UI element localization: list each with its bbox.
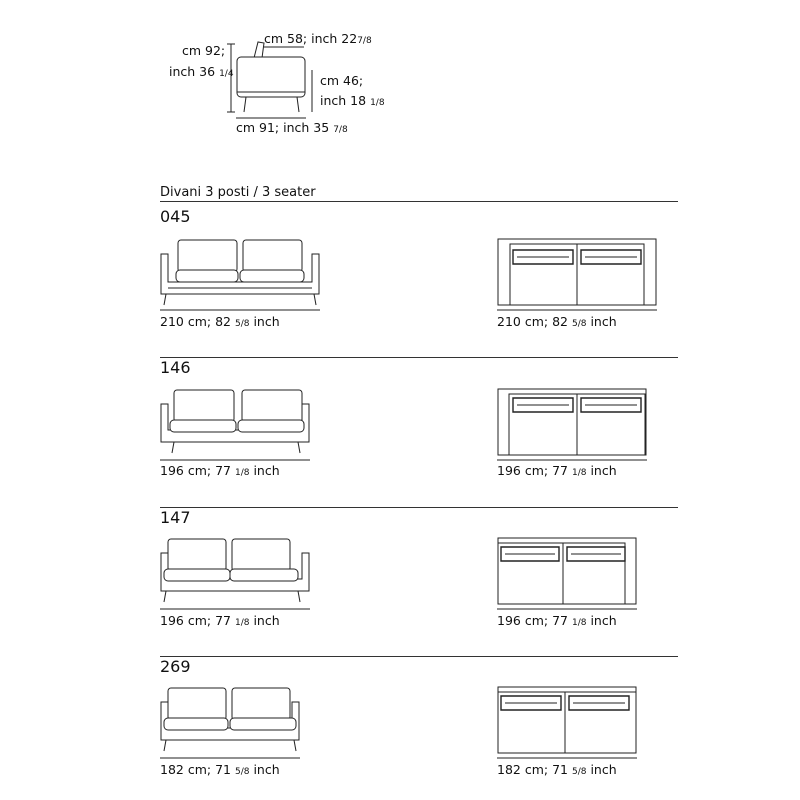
side-height-inch: inch 36 1/4 [169,65,234,81]
side-width-cm: cm 91; [236,120,280,135]
side-seat-inch-text: inch 18 [320,93,367,108]
top-view-146 [497,388,647,463]
top-view-045 [497,238,657,313]
top-dim-146: 196 cm; 77 1/8 inch [497,464,617,480]
top-dim-045-frac: 5/8 [571,319,587,329]
side-height-cm-text: cm 92; [182,43,226,58]
top-dim-269: 182 cm; 71 5/8 inch [497,763,617,779]
front-dim-146-value: 196 cm; 77 [160,463,231,478]
side-seat-frac: 1/8 [370,98,385,108]
top-dim-045-value: 210 cm; 82 [497,314,568,329]
side-seat-cm: cm 46; [320,74,363,88]
front-view-146 [160,388,310,463]
section-divider [160,201,678,202]
front-dim-045-frac: 5/8 [234,319,250,329]
top-dim-045: 210 cm; 82 5/8 inch [497,315,617,331]
side-height-cm: cm 92; [182,44,225,58]
front-dim-269-unit: inch [253,762,280,777]
front-view-269 [160,686,300,761]
top-dim-147: 196 cm; 77 1/8 inch [497,614,617,630]
model-code-147: 147 [160,508,191,527]
section-title: Divani 3 posti / 3 seater [160,185,316,200]
front-dim-147-unit: inch [253,613,280,628]
front-dim-045-unit: inch [253,314,280,329]
front-dim-269-value: 182 cm; 71 [160,762,231,777]
side-depth-frac: 7/8 [357,36,372,46]
model-code-045: 045 [160,207,191,226]
side-depth-inch: inch 22 [311,31,358,46]
top-dim-146-unit: inch [590,463,617,478]
front-dim-146: 196 cm; 77 1/8 inch [160,464,280,480]
front-dim-146-unit: inch [253,463,280,478]
top-dim-147-unit: inch [590,613,617,628]
top-view-269 [497,686,637,761]
top-dim-269-frac: 5/8 [571,767,587,777]
top-dim-146-value: 196 cm; 77 [497,463,568,478]
front-dim-045: 210 cm; 82 5/8 inch [160,315,280,331]
side-depth-cm: cm 58; [264,31,308,46]
side-height-frac: 1/4 [219,69,234,79]
front-dim-147: 196 cm; 77 1/8 inch [160,614,280,630]
side-width-inch: inch 35 [283,120,330,135]
divider-147 [160,507,678,508]
side-height-inch-text: inch 36 [169,64,216,79]
top-dim-269-unit: inch [590,762,617,777]
side-depth: cm 58; inch 227/8 [264,32,372,48]
side-seat-cm-text: cm 46; [320,73,364,88]
front-dim-269-frac: 5/8 [234,767,250,777]
front-dim-147-value: 196 cm; 77 [160,613,231,628]
front-dim-269: 182 cm; 71 5/8 inch [160,763,280,779]
model-code-146: 146 [160,358,191,377]
side-view-drawing [0,0,800,160]
front-view-147 [160,537,310,612]
front-dim-147-frac: 1/8 [234,618,250,628]
front-dim-146-frac: 1/8 [234,468,250,478]
side-seat-inch: inch 18 1/8 [320,94,385,110]
side-width: cm 91; inch 35 7/8 [236,121,348,137]
side-width-frac: 7/8 [333,125,348,135]
divider-269 [160,656,678,657]
top-dim-147-value: 196 cm; 77 [497,613,568,628]
top-view-147 [497,537,647,612]
top-dim-146-frac: 1/8 [571,468,587,478]
front-view-045 [160,238,320,313]
top-dim-147-frac: 1/8 [571,618,587,628]
top-dim-045-unit: inch [590,314,617,329]
model-code-269: 269 [160,657,191,676]
front-dim-045-value: 210 cm; 82 [160,314,231,329]
divider-146 [160,357,678,358]
top-dim-269-value: 182 cm; 71 [497,762,568,777]
